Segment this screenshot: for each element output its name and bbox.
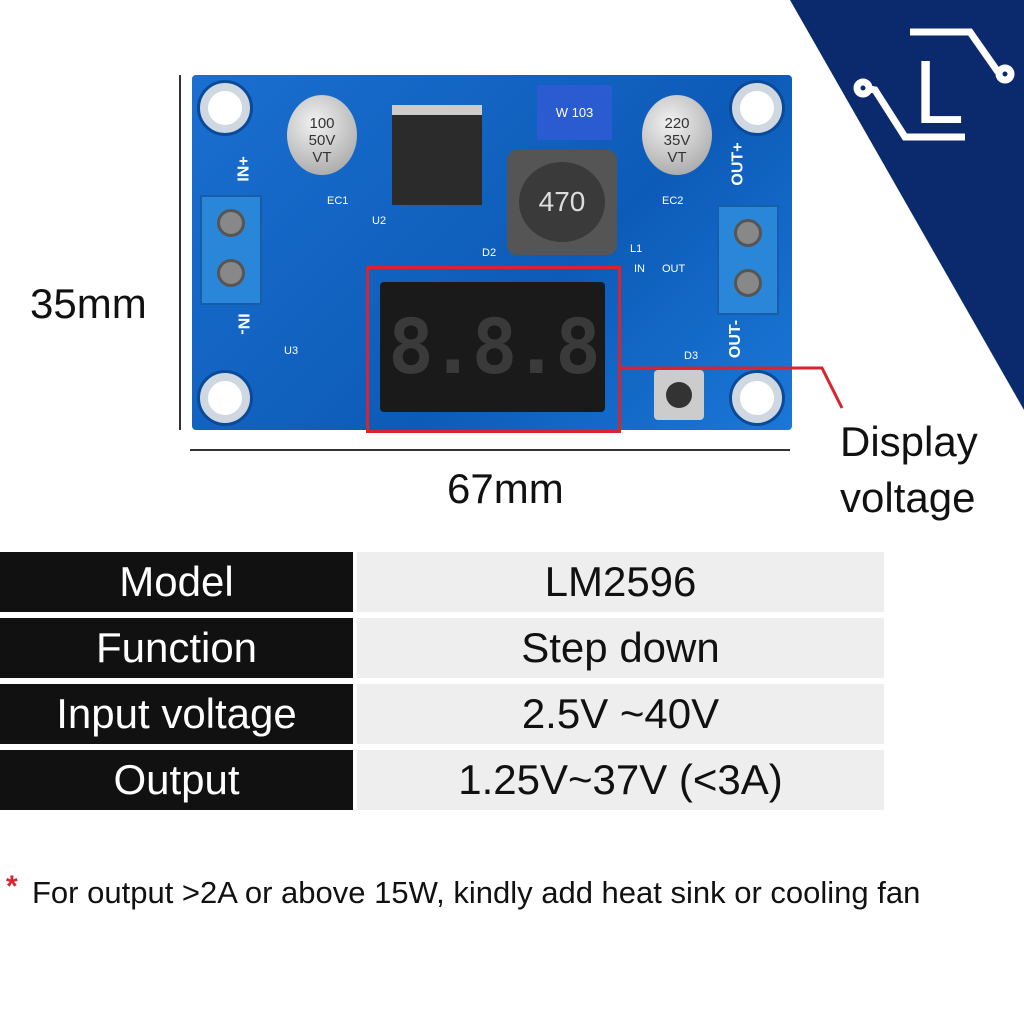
spec-label: Function: [0, 618, 353, 678]
label-l1: L1: [630, 243, 643, 255]
label-d3: D3: [684, 350, 699, 362]
width-dimension: 67mm: [447, 465, 564, 512]
spec-label: Model: [0, 552, 353, 612]
label-ec1: EC1: [327, 195, 349, 207]
output-terminal: [717, 205, 779, 315]
spec-value: LM2596: [357, 552, 884, 612]
spec-value: Step down: [357, 618, 884, 678]
lm2596-chip: [392, 105, 482, 205]
label-u2: U2: [372, 215, 387, 227]
label-in: IN: [634, 263, 645, 275]
spec-label: Input voltage: [0, 684, 353, 744]
label-ec2: EC2: [662, 195, 684, 207]
push-button: [654, 370, 704, 420]
spec-value: 1.25V~37V (<3A): [357, 750, 884, 810]
mounting-hole: [200, 373, 250, 423]
dimension-lines: [179, 75, 844, 451]
spec-value: 2.5V ~40V: [357, 684, 884, 744]
inductor: 470: [507, 150, 617, 255]
note-text: For output >2A or above 15W, kindly add …: [32, 875, 921, 910]
mounting-hole: [732, 83, 782, 133]
note-asterisk: *: [6, 870, 18, 903]
spec-label: Output: [0, 750, 353, 810]
label-u3: U3: [284, 345, 299, 357]
label-out: OUT: [662, 263, 686, 275]
input-terminal: [200, 195, 262, 305]
display-highlight-box: [366, 266, 621, 433]
label-d2: D2: [482, 247, 497, 259]
height-dimension: 35mm: [30, 280, 147, 327]
seven-segment-display: 8.8.8: [380, 282, 605, 412]
potentiometer: W 103: [537, 85, 612, 140]
mounting-hole: [732, 373, 782, 423]
mounting-hole: [200, 83, 250, 133]
